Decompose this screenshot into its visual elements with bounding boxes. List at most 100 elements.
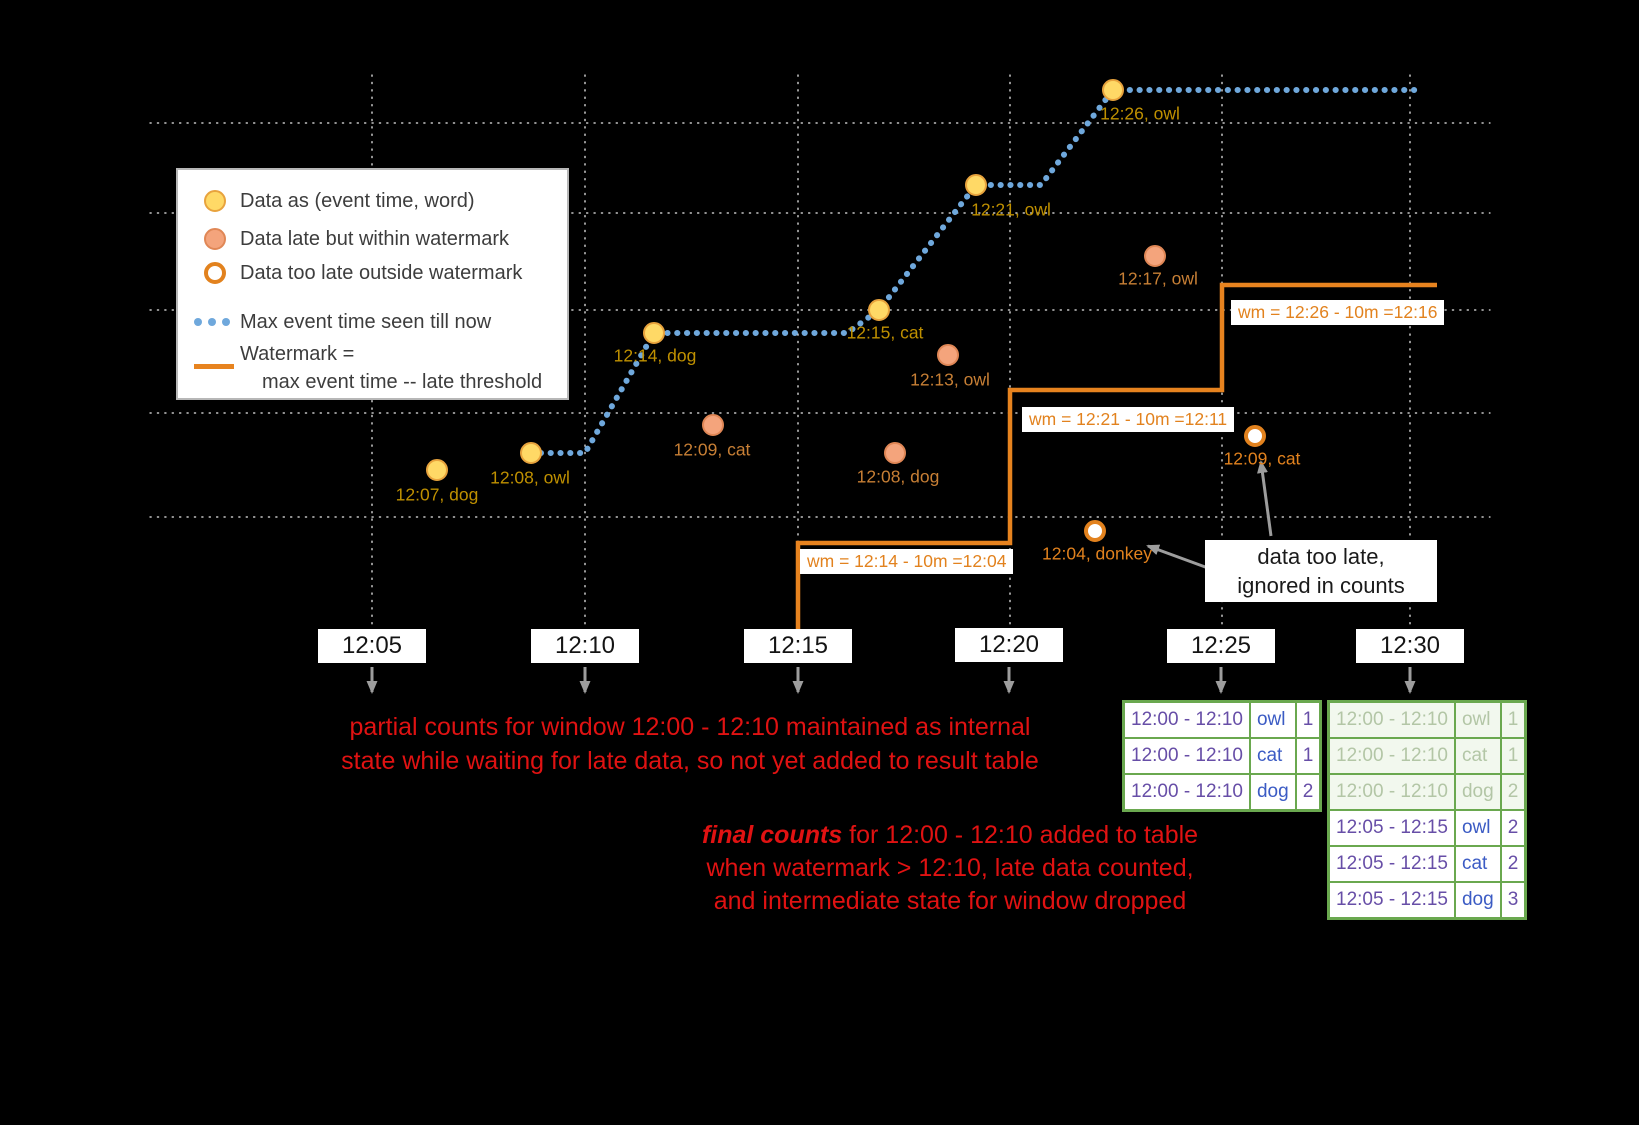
axis-tick-12-30: 12:30 [1356, 629, 1464, 663]
count-cell: 2 [1499, 809, 1527, 847]
point-label: 12:04, donkey [1042, 543, 1152, 564]
watermark-line-icon [194, 364, 234, 369]
table-row: 12:05 - 12:15 cat 2 [1327, 845, 1527, 883]
window-cell: 12:05 - 12:15 [1327, 809, 1456, 847]
count-cell: 2 [1499, 845, 1527, 883]
too-late-callout-line2: ignored in counts [1237, 573, 1405, 598]
count-cell: 1 [1294, 737, 1322, 775]
partial-counts-line1: partial counts for window 12:00 - 12:10 … [349, 713, 1031, 741]
window-cell: 12:00 - 12:10 [1327, 700, 1456, 739]
word-cell: dog [1453, 773, 1502, 811]
legend-label-watermark: Watermark = max event time -- late thres… [240, 340, 542, 396]
window-cell: 12:00 - 12:10 [1122, 773, 1251, 812]
late-point [702, 414, 724, 436]
count-cell: 2 [1499, 773, 1527, 811]
table-row-faded: 12:00 - 12:10 cat 1 [1327, 737, 1527, 775]
window-cell: 12:00 - 12:10 [1327, 737, 1456, 775]
watermark-value-label: wm = 12:14 - 10m =12:04 [800, 549, 1014, 574]
window-cell: 12:00 - 12:10 [1327, 773, 1456, 811]
result-table-12-25: 12:00 - 12:10 owl 1 12:00 - 12:10 cat 1 … [1122, 700, 1323, 812]
point-label: 12:08, owl [490, 467, 570, 488]
axis-tick-12-10: 12:10 [531, 629, 639, 663]
word-cell: owl [1248, 700, 1297, 739]
axis-tick-12-05: 12:05 [318, 629, 426, 663]
word-cell: dog [1453, 881, 1502, 920]
legend-watermark-line1: Watermark = [240, 343, 355, 365]
count-cell: 3 [1499, 881, 1527, 920]
axis-tick-12-25: 12:25 [1167, 629, 1275, 663]
point-label: 12:15, cat [846, 322, 924, 343]
on-time-point [868, 299, 890, 321]
too-late-callout: data too late, ignored in counts [1205, 540, 1437, 602]
table-row: 12:00 - 12:10 owl 1 [1122, 700, 1322, 739]
final-counts-line1-rest: for 12:00 - 12:10 added to table [842, 821, 1199, 849]
final-counts-emphasis: final counts [701, 821, 843, 849]
late-point [884, 442, 906, 464]
too-late-callout-line1: data too late, [1257, 544, 1385, 569]
axis-tick-12-20: 12:20 [955, 628, 1063, 662]
window-cell: 12:05 - 12:15 [1327, 881, 1456, 920]
on-time-point [520, 442, 542, 464]
point-label: 12:09, cat [673, 439, 751, 460]
word-cell: cat [1453, 737, 1502, 775]
on-time-point [965, 174, 987, 196]
final-counts-line3: and intermediate state for window droppe… [713, 887, 1187, 915]
final-counts-line2: when watermark > 12:10, late data counte… [706, 854, 1194, 882]
word-cell: owl [1453, 700, 1502, 739]
window-cell: 12:00 - 12:10 [1122, 737, 1251, 775]
on-time-point-icon [204, 190, 226, 212]
late-point [1144, 245, 1166, 267]
window-cell: 12:00 - 12:10 [1122, 700, 1251, 739]
table-row-faded: 12:00 - 12:10 owl 1 [1327, 700, 1527, 739]
point-label: 12:09, cat [1223, 448, 1301, 469]
partial-counts-note: partial counts for window 12:00 - 12:10 … [320, 710, 1060, 778]
count-cell: 1 [1499, 737, 1527, 775]
max-event-time-line-icon [194, 318, 230, 326]
word-cell: cat [1453, 845, 1502, 883]
table-row-faded: 12:00 - 12:10 dog 2 [1327, 773, 1527, 811]
watermark-value-label: wm = 12:21 - 10m =12:11 [1022, 407, 1235, 432]
on-time-point [643, 322, 665, 344]
window-cell: 12:05 - 12:15 [1327, 845, 1456, 883]
too-late-callout-arrows [1146, 460, 1273, 570]
table-row: 12:00 - 12:10 cat 1 [1122, 737, 1322, 775]
too-late-point [1244, 425, 1266, 447]
word-cell: owl [1453, 809, 1502, 847]
table-row: 12:00 - 12:10 dog 2 [1122, 773, 1322, 812]
point-label: 12:17, owl [1118, 268, 1198, 289]
late-point-icon [204, 228, 226, 250]
on-time-point [1102, 79, 1124, 101]
late-point [937, 344, 959, 366]
axis-tick-12-15: 12:15 [744, 629, 852, 663]
table-row: 12:05 - 12:15 dog 3 [1327, 881, 1527, 920]
too-late-point-icon [204, 262, 226, 284]
watermark-value-label: wm = 12:26 - 10m =12:16 [1231, 300, 1445, 325]
on-time-point [426, 459, 448, 481]
count-cell: 1 [1294, 700, 1322, 739]
word-cell: dog [1248, 773, 1297, 812]
count-cell: 2 [1294, 773, 1322, 812]
partial-counts-line2: state while waiting for late data, so no… [341, 747, 1039, 775]
point-label: 12:14, dog [613, 345, 697, 366]
final-counts-note: final counts for 12:00 - 12:10 added to … [640, 819, 1260, 918]
legend-label-too-late: Data too late outside watermark [240, 262, 523, 284]
max-event-time-line [528, 87, 1418, 456]
legend-label-on-time: Data as (event time, word) [240, 190, 475, 212]
too-late-point [1084, 520, 1106, 542]
count-cell: 1 [1499, 700, 1527, 739]
point-label: 12:08, dog [856, 466, 940, 487]
legend-label-max-event-line: Max event time seen till now [240, 311, 492, 333]
point-label: 12:07, dog [395, 484, 479, 505]
point-label: 12:21, owl [971, 199, 1051, 220]
axis-arrows [366, 667, 1416, 694]
final-counts-line1: final counts for 12:00 - 12:10 added to … [640, 819, 1260, 852]
watermark-line [795, 282, 1437, 632]
word-cell: cat [1248, 737, 1297, 775]
legend: Data as (event time, word) Data late but… [176, 168, 569, 400]
result-table-12-30: 12:00 - 12:10 owl 1 12:00 - 12:10 cat 1 … [1327, 700, 1528, 920]
point-label: 12:26, owl [1100, 103, 1180, 124]
point-label: 12:13, owl [910, 369, 990, 390]
legend-watermark-line2: max event time -- late threshold [262, 371, 543, 393]
legend-label-late: Data late but within watermark [240, 228, 510, 250]
